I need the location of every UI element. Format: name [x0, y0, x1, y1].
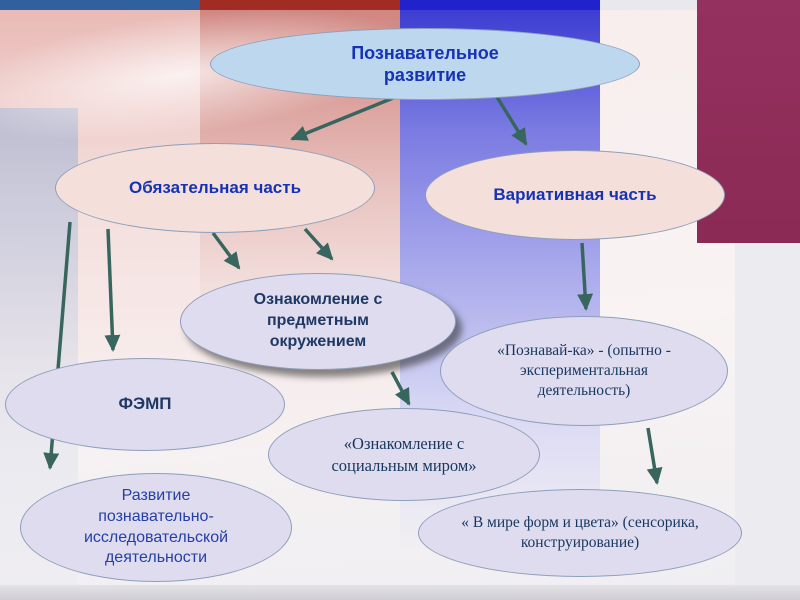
node-research-activity[interactable]: Развитие познавательно-исследовательской…	[20, 473, 292, 582]
node-femp[interactable]: ФЭМП	[5, 358, 285, 451]
top-stripe-red	[200, 0, 400, 10]
top-stripe-blue	[0, 0, 200, 10]
arrow-mandatory-to-subject-right	[303, 227, 334, 261]
node-subject-environment[interactable]: Ознакомление с предметным окружением	[180, 273, 456, 370]
node-social-world[interactable]: «Ознакомление с социальным миром»	[268, 408, 540, 501]
arrow-subject-to-social	[390, 371, 411, 406]
node-cognitive-development-label: Познавательное развитие	[351, 42, 499, 86]
arrow-mandatory-to-femp	[104, 228, 121, 352]
arrow-root-to-mandatory	[290, 94, 399, 141]
node-social-world-label: «Ознакомление с социальным миром»	[331, 434, 477, 475]
node-femp-label: ФЭМП	[118, 394, 172, 414]
node-poznavaika-label: «Познавай-ка» - (опытно - эксперименталь…	[497, 341, 671, 400]
arrow-mandatory-to-subject-left	[211, 231, 241, 270]
bottom-gray-bar	[0, 585, 800, 600]
node-cognitive-development[interactable]: Познавательное развитие	[210, 28, 640, 100]
node-mandatory-part-label: Обязательная часть	[128, 178, 302, 198]
arrow-variative-to-poznavaika	[577, 242, 594, 311]
top-stripe-brightblue	[400, 0, 600, 10]
top-stripe-gray	[600, 0, 697, 10]
node-world-of-forms-label: « В мире форм и цвета» (сенсорика, конст…	[461, 513, 699, 551]
node-variative-part[interactable]: Вариативная часть	[425, 150, 725, 240]
node-mandatory-part[interactable]: Обязательная часть	[55, 143, 375, 233]
arrow-poznavaika-to-forms	[646, 427, 663, 485]
node-world-of-forms[interactable]: « В мире форм и цвета» (сенсорика, конст…	[418, 489, 742, 577]
node-variative-part-label: Вариативная часть	[493, 185, 657, 205]
node-research-activity-label: Развитие познавательно-исследовательской…	[83, 486, 229, 567]
arrow-root-to-variative	[495, 96, 528, 146]
node-subject-environment-label: Ознакомление с предметным окружением	[253, 291, 383, 350]
node-poznavaika[interactable]: «Познавай-ка» - (опытно - эксперименталь…	[440, 316, 728, 426]
